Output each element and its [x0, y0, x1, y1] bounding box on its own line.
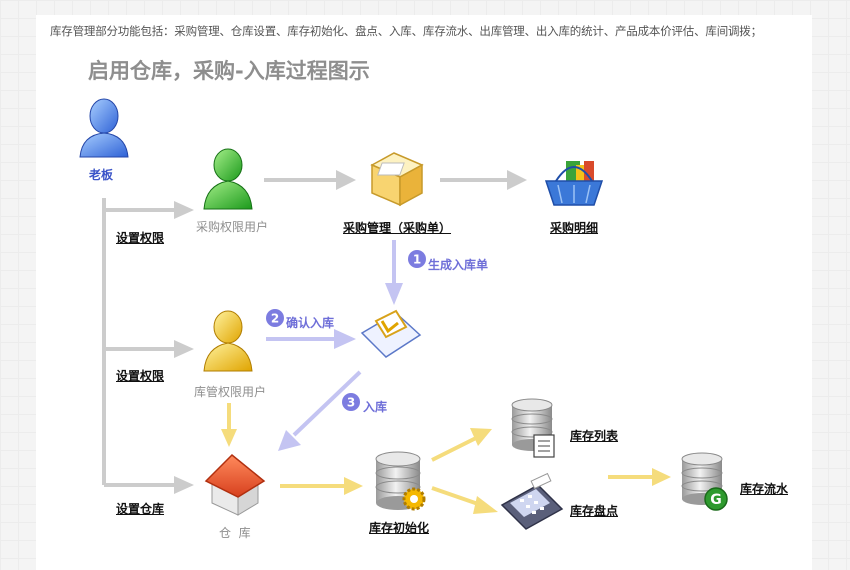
set-warehouse-link[interactable]: 设置仓库: [116, 502, 165, 516]
svg-text:1: 1: [413, 253, 421, 267]
step3-label: 入库: [363, 400, 388, 414]
warehouse-house-icon: [204, 453, 266, 516]
boss-person-icon: [79, 98, 129, 158]
arrow-user-to-warehouse: [221, 403, 237, 447]
warehouse-user-icon: [203, 310, 253, 372]
inventory-init-link[interactable]: 库存初始化: [369, 521, 430, 535]
step-badge-1: 1: [408, 250, 426, 268]
arrow-warehouse-to-init: [280, 477, 363, 495]
purchase-user-label: 采购权限用户: [196, 220, 269, 234]
set-permission-link-1[interactable]: 设置权限: [116, 231, 165, 245]
boss-bracket: [102, 198, 194, 494]
inventory-list-link[interactable]: 库存列表: [570, 429, 619, 443]
diagram-title: 启用仓库，采购-入库过程图示: [88, 59, 370, 83]
stock-check-link[interactable]: 库存盘点: [570, 504, 619, 518]
set-permission-link-2[interactable]: 设置权限: [116, 369, 165, 383]
svg-text:G: G: [710, 492, 722, 508]
database-list-icon: [511, 398, 555, 458]
svg-text:2: 2: [271, 312, 279, 326]
svg-text:3: 3: [347, 396, 355, 410]
diagram-canvas: 库存管理部分功能包括：采购管理、仓库设置、库存初始化、盘点、入库、库存流水、出库…: [36, 15, 812, 570]
step1-label: 生成入库单: [428, 258, 489, 272]
purchase-box-icon: [370, 152, 424, 207]
step-badge-3: 3: [342, 393, 360, 411]
inventory-flow-link[interactable]: 库存流水: [740, 482, 789, 496]
step-badge-2: 2: [266, 309, 284, 327]
arrow-step3-diag: [278, 370, 362, 451]
boss-label: 老板: [89, 168, 114, 182]
arrow-init-to-check: [431, 486, 498, 514]
purchase-mgmt-link[interactable]: 采购管理（采购单）: [343, 221, 452, 235]
database-gear-icon: [375, 451, 426, 511]
pos-terminal-icon: [500, 472, 564, 530]
purchase-user-icon: [203, 148, 253, 210]
step2-label: 确认入库: [286, 316, 335, 330]
arrow-user-to-purchase: [264, 170, 356, 190]
intro-text: 库存管理部分功能包括：采购管理、仓库设置、库存初始化、盘点、入库、库存流水、出库…: [50, 24, 762, 38]
purchase-detail-link[interactable]: 采购明细: [550, 221, 599, 235]
arrow-init-to-list: [431, 428, 492, 462]
arrow-list-to-flow: [608, 468, 671, 486]
arrow-step1-down: [385, 240, 403, 305]
database-flow-icon: G: [681, 452, 728, 511]
shopping-basket-icon: [544, 161, 604, 206]
arrow-purchase-to-detail: [440, 170, 527, 190]
document-receipt-icon: [360, 309, 422, 358]
arrow-step2-right: [266, 329, 356, 349]
warehouse-user-label: 库管权限用户: [194, 385, 267, 399]
flow-diagram: 1 2 3: [79, 98, 728, 530]
warehouse-label: 仓 库: [219, 526, 251, 540]
